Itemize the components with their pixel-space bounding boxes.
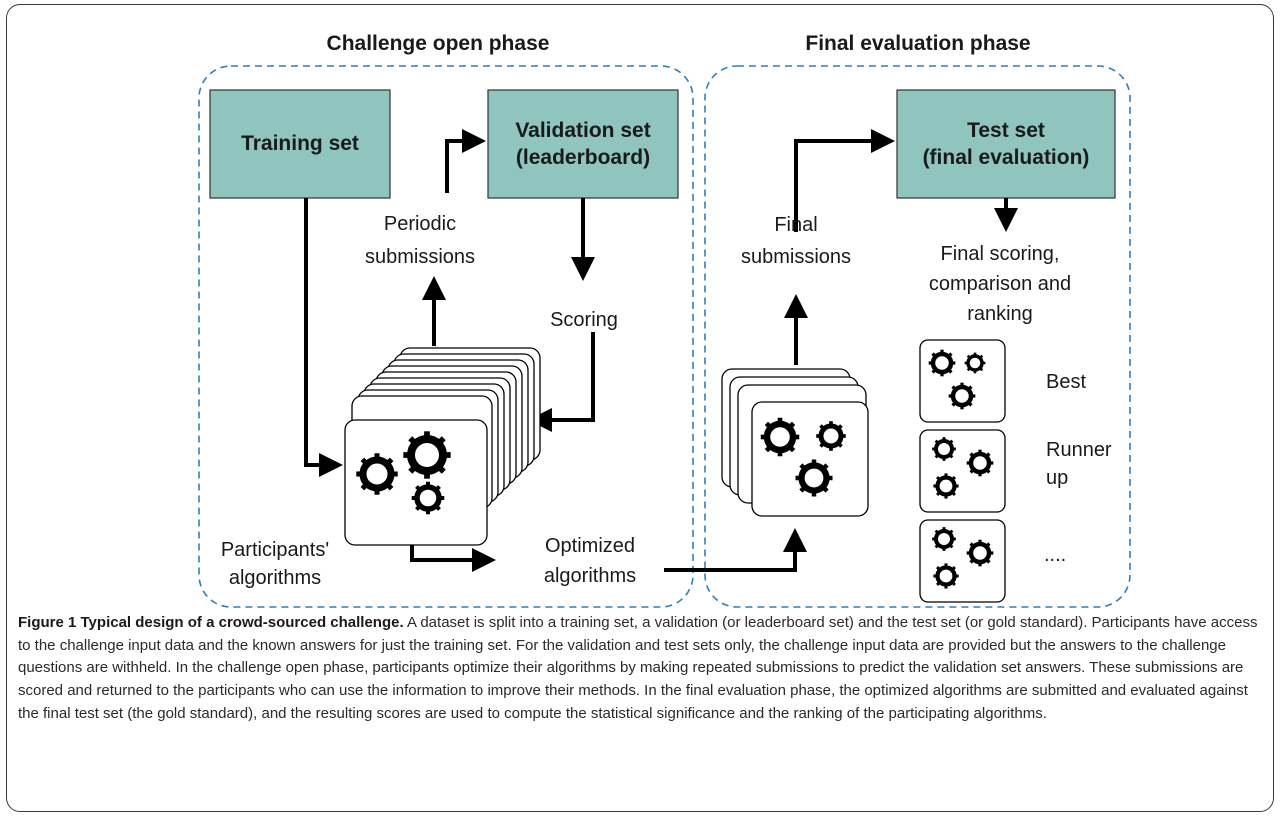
phase-title-challenge-open: Challenge open phase	[327, 32, 550, 55]
caption-body: A dataset is split into a training set, …	[18, 614, 1258, 722]
ranking-best: Best	[919, 339, 1086, 423]
periodic-submissions-label-line1: Periodic	[384, 213, 456, 235]
figure-frame	[6, 4, 1274, 812]
optimized-to-final-arrow	[664, 528, 807, 572]
participants-algorithms-stack	[344, 347, 541, 546]
participants-algorithms-label-line2: algorithms	[229, 567, 321, 589]
training-set-box	[209, 89, 391, 199]
ranking-best-label: Best	[1046, 371, 1086, 393]
final-submissions-label-line1: Final	[774, 214, 817, 236]
final-submissions-label-line2: submissions	[741, 246, 851, 268]
final-evaluation-phase-border	[704, 65, 1131, 608]
scoring-to-algorithms-arrow	[528, 332, 595, 432]
caption-title: Figure 1 Typical design of a crowd-sourc…	[18, 614, 404, 631]
test-set-box	[896, 89, 1116, 199]
ranking-runner-up-label-line1: Runner	[1046, 439, 1112, 461]
to-optimized-arrow	[410, 540, 496, 572]
training-set-label: Training set	[241, 132, 359, 155]
ranking-others-label: ....	[1044, 544, 1066, 566]
final-scoring-label-line2: comparison and	[929, 273, 1071, 295]
training-to-algorithms-arrow	[304, 198, 343, 477]
final-scoring-label-line1: Final scoring,	[941, 243, 1060, 265]
figure-caption: Figure 1 Typical design of a crowd-sourc…	[18, 612, 1263, 726]
to-validation-set-arrow	[445, 129, 486, 193]
final-scoring-label-line3: ranking	[967, 303, 1033, 325]
test-set-sublabel: (final evaluation)	[923, 146, 1090, 169]
validation-set-box	[487, 89, 679, 199]
scoring-label: Scoring	[550, 309, 618, 331]
to-test-set-arrow	[794, 129, 895, 232]
test-set-label: Test set	[967, 119, 1045, 142]
participants-algorithms-label-line1: Participants'	[221, 539, 329, 561]
optimized-algorithms-label-line1: Optimized	[545, 535, 635, 557]
periodic-submissions-label-line2: submissions	[365, 246, 475, 268]
ranking-others: ....	[919, 519, 1066, 603]
phase-title-final-evaluation: Final evaluation phase	[805, 32, 1030, 55]
optimized-algorithms-front-card	[751, 401, 869, 517]
diagram: Challenge open phase Final evaluation ph…	[198, 32, 1131, 608]
ranking-runner-up-label-line2: up	[1046, 467, 1068, 489]
participants-algorithms-front-card	[344, 419, 488, 546]
ranking-runner-up: Runner up	[919, 429, 1112, 513]
optimized-algorithms-stack	[721, 368, 869, 517]
validation-set-label: Validation set	[515, 119, 650, 142]
validation-set-sublabel: (leaderboard)	[516, 146, 650, 169]
optimized-algorithms-label-line2: algorithms	[544, 565, 636, 587]
